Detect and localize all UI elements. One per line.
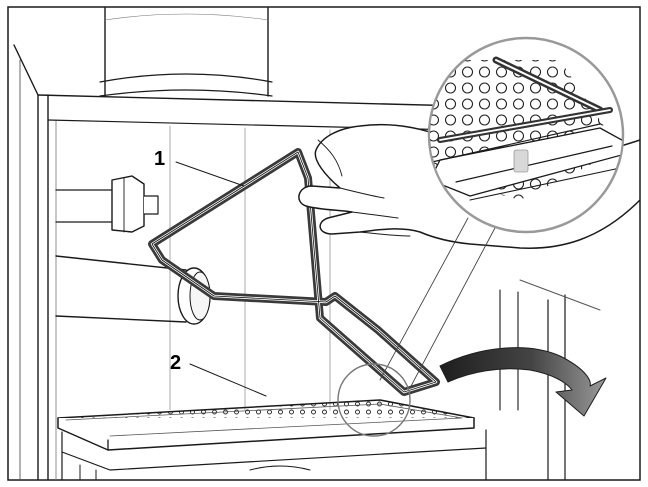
seal-gasket: [148, 148, 440, 396]
removal-arrow: [439, 347, 607, 417]
callout-2: 2: [170, 352, 181, 374]
callout-leaders: [175, 161, 267, 397]
callout-1: 1: [154, 148, 165, 170]
flue-pipe: [99, 7, 273, 97]
filter-tray: [57, 399, 487, 480]
detail-circle: [337, 363, 411, 437]
zoom-pointer-lines: [379, 217, 497, 389]
gas-pipe: [55, 175, 159, 233]
zoom-detail: [427, 36, 625, 234]
